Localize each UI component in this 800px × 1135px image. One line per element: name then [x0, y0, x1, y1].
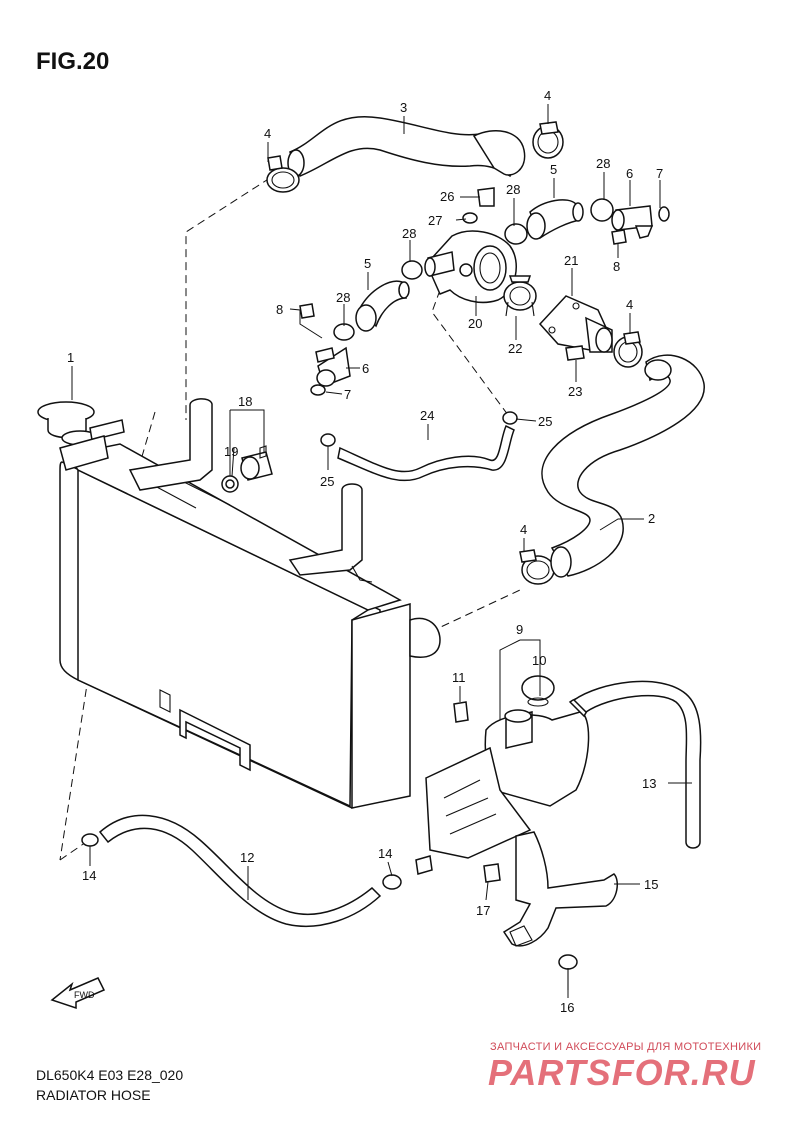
hose-upper	[287, 115, 526, 178]
callout-28: 28	[402, 226, 416, 241]
watermark-logo: PARTSFOR.RU	[488, 1052, 756, 1093]
callout-26: 26	[440, 189, 454, 204]
callout-4: 4	[520, 522, 527, 537]
fasteners	[299, 187, 627, 447]
callout-23: 23	[568, 384, 582, 399]
callout-3: 3	[400, 100, 407, 115]
callout-9: 9	[516, 622, 523, 637]
figure-title: FIG.20	[36, 48, 110, 75]
callout-1: 1	[67, 350, 74, 365]
callout-7: 7	[656, 166, 663, 181]
callout-6: 6	[362, 361, 369, 376]
callout-11: 11	[452, 670, 466, 685]
hose-overflow	[572, 680, 702, 849]
fwd-arrow: FWD	[50, 977, 106, 1010]
callout-17: 17	[476, 903, 490, 918]
callout-4: 4	[544, 88, 551, 103]
callouts: 1 2 3 4 4 4 4 5 5 6 6 7 7 8 8 9 10 11 12…	[67, 88, 663, 1015]
thermostat-cap	[538, 295, 613, 353]
hose-siphon	[81, 814, 402, 928]
callout-4: 4	[264, 126, 271, 141]
thermo-switch	[221, 445, 273, 493]
callout-28: 28	[336, 290, 350, 305]
callout-5: 5	[364, 256, 371, 271]
callout-14: 14	[378, 846, 392, 861]
callout-15: 15	[644, 877, 658, 892]
callout-27: 27	[428, 213, 442, 228]
radiator-bracket	[128, 398, 373, 583]
outlet-fittings	[310, 205, 670, 396]
hoses-small	[355, 199, 584, 332]
tank-mount-bracket	[483, 831, 619, 990]
callout-10: 10	[532, 653, 546, 668]
watermark-tagline: ЗАПЧАСТИ И АКСЕССУАРЫ ДЛЯ МОТОТЕХНИКИ	[490, 1041, 762, 1053]
hose-breather	[337, 424, 515, 482]
callout-4: 4	[626, 297, 633, 312]
radiator-cap	[37, 401, 125, 471]
callout-12: 12	[240, 850, 254, 865]
callout-28: 28	[596, 156, 610, 171]
callout-8: 8	[276, 302, 283, 317]
callout-21: 21	[564, 253, 578, 268]
callout-16: 16	[560, 1000, 574, 1015]
callout-14: 14	[82, 868, 96, 883]
callout-13: 13	[642, 776, 656, 791]
callout-20: 20	[468, 316, 482, 331]
callout-7: 7	[344, 387, 351, 402]
callout-8: 8	[613, 259, 620, 274]
callout-22: 22	[508, 341, 522, 356]
hose-lower	[541, 354, 705, 578]
callout-5: 5	[550, 162, 557, 177]
model-code: DL650K4 E03 E28_020	[36, 1067, 184, 1083]
leader-lines	[71, 104, 692, 998]
radiator	[59, 443, 441, 809]
section-name: RADIATOR HOSE	[36, 1087, 151, 1103]
callout-25: 25	[538, 414, 552, 429]
thermostat	[503, 275, 537, 317]
callout-25: 25	[320, 474, 334, 489]
callout-18: 18	[238, 394, 252, 409]
callout-24: 24	[420, 408, 434, 423]
fwd-label: FWD	[74, 990, 95, 1000]
callout-28: 28	[506, 182, 520, 197]
thermostat-housing	[424, 230, 517, 304]
reservoir-tank	[453, 675, 591, 807]
hose-clamps	[266, 121, 643, 585]
callout-6: 6	[626, 166, 633, 181]
reservoir-bracket	[415, 746, 532, 875]
callout-19: 19	[224, 444, 238, 459]
callout-2: 2	[648, 511, 655, 526]
